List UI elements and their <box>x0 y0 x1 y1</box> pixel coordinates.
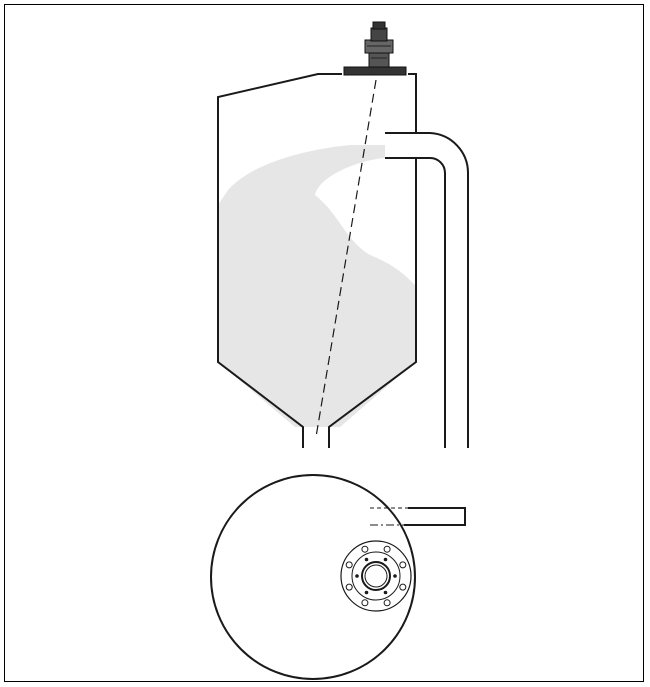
top-view-inner-screws <box>355 557 397 595</box>
inner-screw <box>355 574 359 578</box>
top-view-silo-circle <box>210 474 416 680</box>
inner-screw <box>383 557 388 562</box>
mounting-flange <box>343 66 407 76</box>
inner-screw <box>364 557 369 562</box>
top-view-flange <box>340 540 412 612</box>
bolt-hole <box>383 545 391 553</box>
radar-sensor <box>364 21 394 68</box>
top-view-filling-pipe <box>404 507 466 526</box>
top-view-bolt-circle <box>345 545 407 607</box>
measurement-beam <box>315 79 377 438</box>
silo-vessel <box>217 73 417 448</box>
bolt-hole <box>383 599 391 607</box>
bolt-hole <box>361 599 369 607</box>
bulk-material-fill <box>218 145 415 427</box>
inner-screw <box>383 590 388 595</box>
inner-screw <box>393 574 397 578</box>
bolt-hole <box>399 583 407 591</box>
bolt-hole <box>399 561 407 569</box>
bolt-hole <box>361 545 369 553</box>
bolt-hole <box>345 583 353 591</box>
bolt-hole <box>345 561 353 569</box>
inner-screw <box>364 590 369 595</box>
filling-pipe <box>385 132 470 448</box>
